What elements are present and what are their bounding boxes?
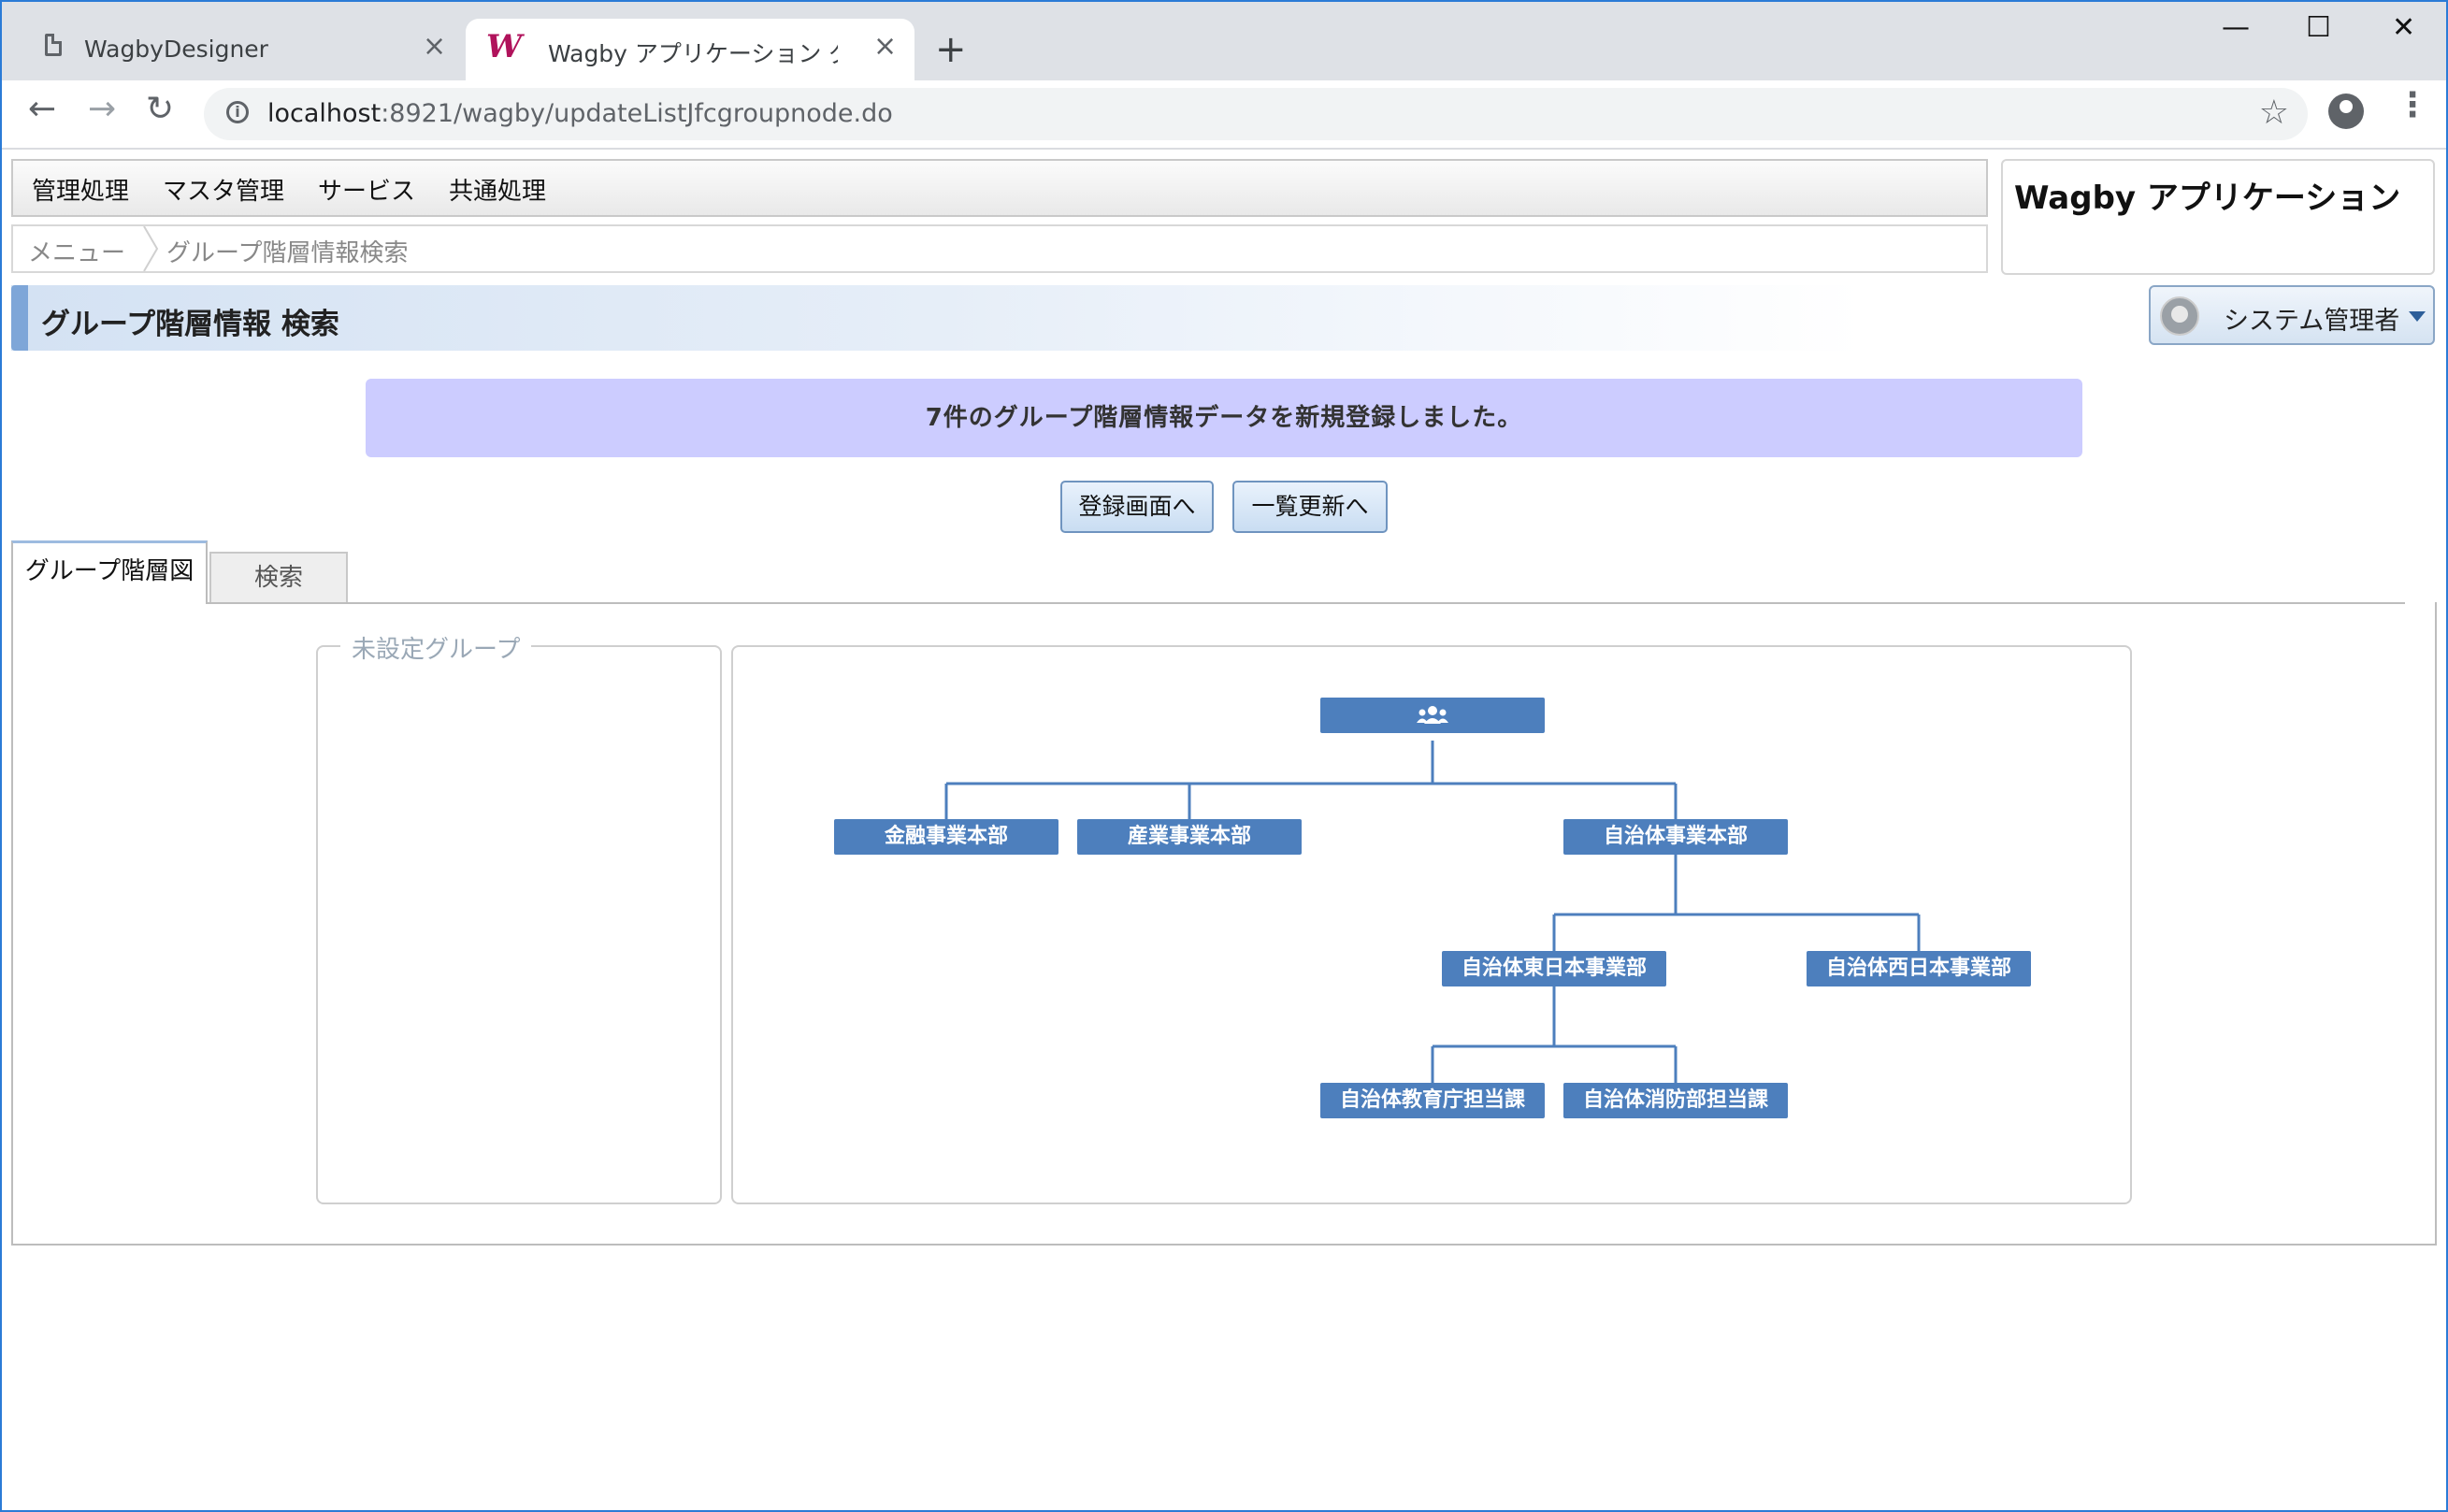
url-host: localhost [267, 99, 382, 128]
document-icon [45, 34, 62, 56]
browser-toolbar: ← → ↻ i localhost:8921/wagby/updateListJ… [2, 80, 2446, 150]
tab-panel [11, 602, 2437, 1246]
unassigned-group-box: 未設定グループ [316, 630, 722, 1204]
header-accent-bar [11, 285, 28, 351]
maximize-icon[interactable]: ☐ [2306, 11, 2331, 44]
address-bar[interactable]: i localhost:8921/wagby/updateListJfcgrou… [204, 88, 2308, 140]
register-screen-button[interactable]: 登録画面へ [1060, 481, 1214, 533]
user-menu-button[interactable]: システム管理者 [2149, 285, 2435, 345]
page-title: グループ階層情報 検索 [41, 308, 339, 341]
tree-node-municipal[interactable]: 自治体事業本部 [1563, 819, 1788, 855]
unassigned-group-legend: 未設定グループ [340, 630, 532, 665]
browser-tab-wagby-app[interactable]: W Wagby アプリケーション グループ階層 × [466, 19, 914, 80]
wagby-logo-icon: W [486, 28, 523, 65]
tree-node-finance[interactable]: 金融事業本部 [834, 819, 1058, 855]
tree-node-root[interactable] [1320, 698, 1545, 733]
tab-title: Wagby アプリケーション グループ階層 [548, 40, 838, 67]
tree-node-fire[interactable]: 自治体消防部担当課 [1563, 1083, 1788, 1118]
tree-node-municipal-west[interactable]: 自治体西日本事業部 [1807, 951, 2031, 986]
tab-group-diagram[interactable]: グループ階層図 [11, 540, 208, 604]
url-path: :8921/wagby/updateListJfcgroupnode.do [381, 99, 893, 128]
tab-title: WagbyDesigner [84, 36, 268, 63]
app-menubar: 管理処理 マスタ管理 サービス 共通処理 [11, 159, 1988, 217]
forward-icon[interactable]: → [88, 90, 117, 128]
status-message: 7件のグループ階層情報データを新規登録しました。 [366, 379, 2082, 457]
close-icon[interactable]: × [873, 30, 898, 63]
breadcrumb-menu[interactable]: メニュー [28, 239, 126, 267]
close-icon[interactable]: × [423, 30, 447, 63]
app-title: Wagby アプリケーション [2014, 180, 2401, 217]
tree-node-industry[interactable]: 産業事業本部 [1077, 819, 1302, 855]
account-icon[interactable] [2328, 94, 2364, 129]
app-title-box: Wagby アプリケーション [2001, 159, 2435, 275]
browser-menu-icon[interactable]: ⋮ [2396, 86, 2429, 124]
menu-item-admin[interactable]: 管理処理 [32, 178, 130, 206]
group-tree-box: 金融事業本部 産業事業本部 自治体事業本部 自治体東日本事業部 自治体西日本事業… [731, 645, 2132, 1204]
menu-item-service[interactable]: サービス [318, 178, 416, 206]
new-tab-icon[interactable]: + [935, 28, 967, 71]
list-update-button[interactable]: 一覧更新へ [1232, 481, 1388, 533]
user-avatar-icon [2160, 296, 2199, 336]
tree-node-education[interactable]: 自治体教育庁担当課 [1320, 1083, 1545, 1118]
minimize-icon[interactable]: — [2222, 11, 2250, 44]
reload-icon[interactable]: ↻ [146, 90, 175, 128]
breadcrumb: メニュー グループ階層情報検索 [11, 224, 1988, 273]
caret-down-icon [2409, 311, 2426, 322]
tree-node-municipal-east[interactable]: 自治体東日本事業部 [1442, 951, 1666, 986]
breadcrumb-separator [143, 226, 159, 271]
info-icon[interactable]: i [226, 101, 249, 123]
breadcrumb-current: グループ階層情報検索 [166, 239, 409, 267]
url-text[interactable]: localhost:8921/wagby/updateListJfcgroupn… [267, 99, 893, 128]
tab-search[interactable]: 検索 [209, 552, 348, 602]
tree-connectors [944, 741, 1921, 1083]
back-icon[interactable]: ← [28, 90, 57, 128]
user-name: システム管理者 [2224, 307, 2400, 336]
bookmark-star-icon[interactable]: ☆ [2258, 94, 2289, 132]
page-header: グループ階層情報 検索 [11, 285, 1863, 351]
window-close-icon[interactable]: ✕ [2392, 11, 2416, 44]
menu-item-master[interactable]: マスタ管理 [163, 178, 285, 206]
menu-item-common[interactable]: 共通処理 [449, 178, 547, 206]
group-icon [1417, 706, 1448, 724]
browser-tab-strip: WagbyDesigner × W Wagby アプリケーション グループ階層 … [2, 2, 2446, 80]
tab-divider [208, 602, 2405, 604]
browser-tab-wagbydesigner[interactable]: WagbyDesigner × [2, 19, 462, 80]
